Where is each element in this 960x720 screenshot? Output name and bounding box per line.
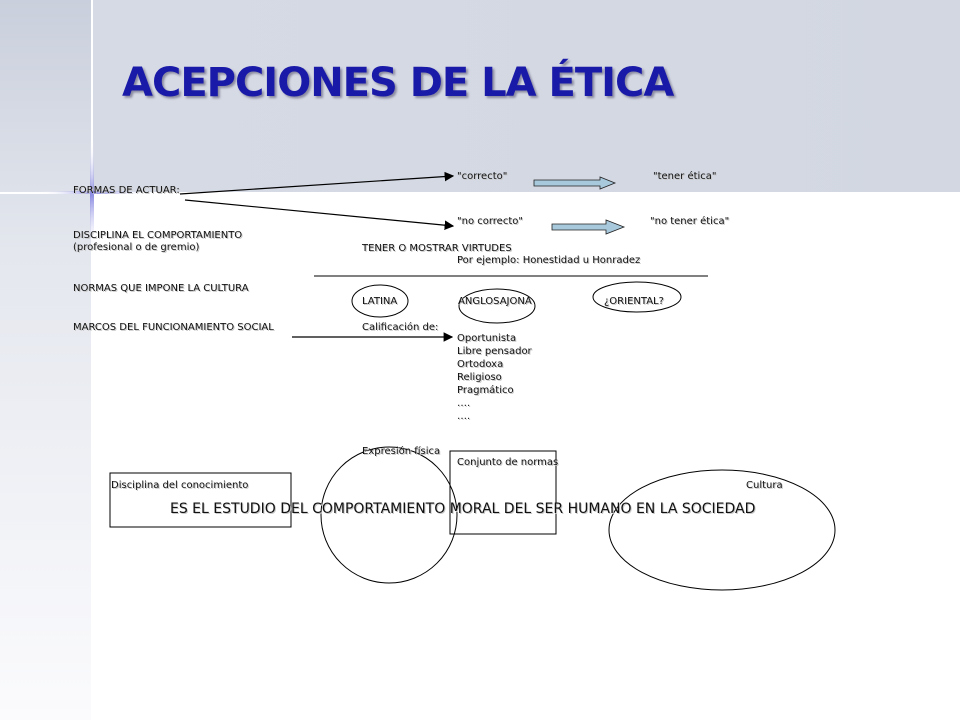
calificacion-item: Pragmático bbox=[457, 385, 514, 396]
calificacion-heading: Calificación de: bbox=[362, 322, 439, 333]
latina-ellipse bbox=[351, 284, 409, 318]
anglosajona-ellipse bbox=[458, 288, 536, 324]
disciplina-comportamiento-label: DISCIPLINA EL COMPORTAMIENTO bbox=[73, 230, 243, 241]
virtudes-heading: TENER O MOSTRAR VIRTUDES bbox=[362, 243, 512, 254]
oriental-ellipse bbox=[592, 281, 682, 313]
conjunto-normas-label: Conjunto de normas bbox=[457, 457, 559, 468]
expresion-fisica-label: Expresión física bbox=[362, 446, 441, 457]
calificacion-item: Religioso bbox=[457, 372, 502, 383]
culture-latina: LATINA bbox=[362, 296, 398, 307]
slide-title: ACEPCIONES DE LA ÉTICA bbox=[122, 60, 674, 106]
disciplina-conocimiento-box bbox=[109, 472, 292, 528]
no-correcto-label: "no correcto" bbox=[457, 216, 523, 227]
calificacion-item: …. bbox=[457, 398, 471, 409]
marcos-funcionamiento-label: MARCOS DEL FUNCIONAMIENTO SOCIAL bbox=[73, 322, 274, 333]
cultura-label: Cultura bbox=[746, 480, 783, 491]
profesional-gremio-label: (profesional o de gremio) bbox=[73, 242, 200, 253]
cultura-ellipse bbox=[608, 469, 836, 591]
no-tener-etica-label: "no tener ética" bbox=[650, 216, 730, 227]
calificacion-item: Oportunista bbox=[457, 333, 517, 344]
culture-oriental: ¿ORIENTAL? bbox=[604, 296, 664, 307]
formas-de-actuar-label: FORMAS DE ACTUAR: bbox=[73, 185, 180, 196]
correcto-label: "correcto" bbox=[457, 171, 508, 182]
main-definition: ES EL ESTUDIO DEL COMPORTAMIENTO MORAL D… bbox=[170, 501, 756, 517]
conjunto-normas-box bbox=[449, 450, 557, 535]
calificacion-item: Ortodoxa bbox=[457, 359, 504, 370]
block-arrow-tener bbox=[533, 176, 617, 190]
calificacion-item: Libre pensador bbox=[457, 346, 532, 357]
expresion-fisica-circle bbox=[320, 446, 458, 584]
disciplina-conocimiento-label: Disciplina del conocimiento bbox=[111, 480, 249, 491]
normas-cultura-label: NORMAS QUE IMPONE LA CULTURA bbox=[73, 283, 249, 294]
arrow-to-no-correcto bbox=[184, 199, 455, 230]
calificacion-item: …. bbox=[457, 411, 471, 422]
tener-etica-label: "tener ética" bbox=[653, 171, 717, 182]
block-arrow-no-tener bbox=[551, 219, 626, 235]
culture-anglosajona: ANGLOSAJONA bbox=[458, 296, 532, 307]
virtudes-example: Por ejemplo: Honestidad u Honradez bbox=[457, 255, 641, 266]
arrow-to-correcto bbox=[179, 171, 455, 195]
